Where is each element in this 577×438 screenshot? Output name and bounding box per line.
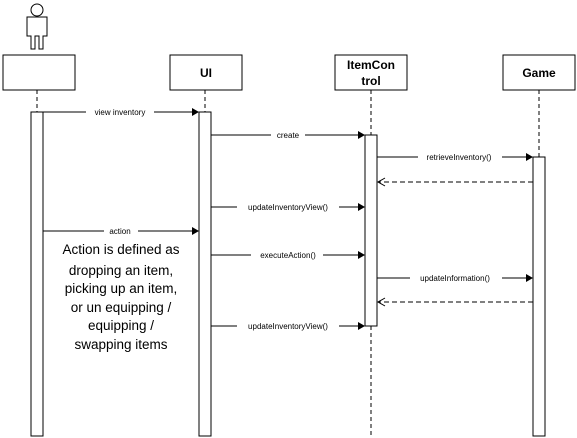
note-line: swapping items (74, 337, 167, 352)
participant-ui[interactable]: UI (169, 54, 243, 91)
note-line: Action is defined as (62, 242, 179, 257)
message-label-update-inventory-view: updateInventoryView() (248, 322, 328, 331)
message-label-view-inventory: view inventory (95, 108, 146, 117)
activation-ui (198, 111, 212, 437)
actor-icon (26, 3, 48, 50)
message-label-update-inventory-view: updateInventoryView() (248, 203, 328, 212)
action-note: Action is defined as dropping an item, p… (62, 242, 179, 352)
return-arrowhead (376, 177, 386, 187)
participant-game-name: Game (522, 66, 556, 80)
arrowhead (526, 274, 533, 282)
return-arrowhead (376, 297, 386, 307)
arrowhead (358, 203, 365, 211)
message-label-execute-action: executeAction() (260, 251, 316, 260)
message-label-action: action (109, 227, 130, 236)
participant-ui-name: UI (200, 66, 212, 80)
note-line: dropping an item, (69, 263, 173, 278)
message-label-create: create (277, 131, 300, 140)
note-line: equipping / (88, 318, 154, 333)
arrowhead (526, 153, 533, 161)
participant-user[interactable] (2, 54, 76, 91)
activation-user (30, 111, 44, 437)
note-line: picking up an item, (65, 281, 178, 296)
participant-itemcontrol[interactable]: ItemCon trol (334, 54, 408, 91)
participant-itemcontrol-name-line-2: trol (361, 74, 380, 88)
note-line: or un equipping / (71, 300, 172, 315)
participant-game[interactable]: Game (502, 54, 576, 91)
arrowhead (358, 251, 365, 259)
arrowhead (358, 322, 365, 330)
arrowhead (192, 227, 199, 235)
activation-itemcontrol (364, 134, 378, 327)
message-label-update-information: updateInformation() (420, 274, 490, 283)
arrowhead (192, 108, 199, 116)
message-label-retrieve-inventory: retrieveInventory() (427, 153, 492, 162)
arrowhead (358, 131, 365, 139)
activation-game (532, 156, 546, 437)
participant-itemcontrol-name-line-1: ItemCon (347, 58, 395, 72)
